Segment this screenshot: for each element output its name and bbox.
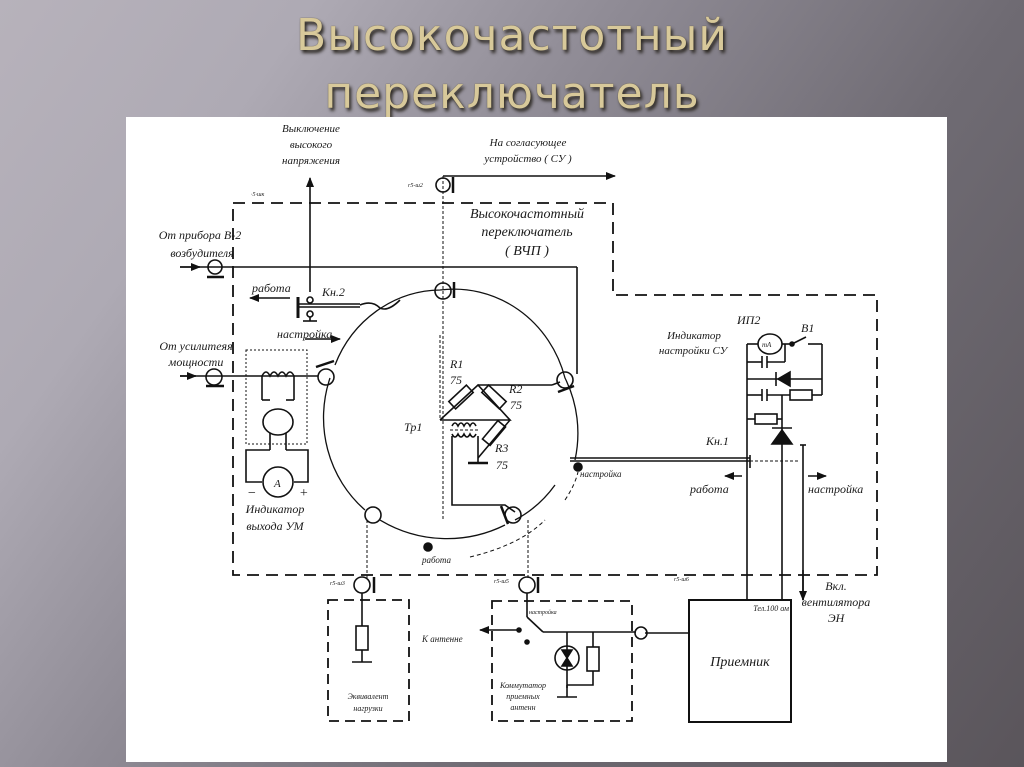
label-work-ring: работа <box>421 555 452 565</box>
label-from-exciter-2: возбудителя <box>170 246 234 260</box>
resistor-r3 <box>481 419 507 447</box>
label-conn-sh5: r5-ш5 <box>494 579 509 585</box>
label-tr1: Тр1 <box>404 420 422 434</box>
block-title-3: ( ВЧП ) <box>505 244 549 259</box>
ammeter-label: A <box>273 478 281 490</box>
label-r1-value: 75 <box>450 373 462 387</box>
label-load-equiv-1: Эквивалент <box>348 692 389 701</box>
label-ip2: ИП2 <box>736 313 760 327</box>
label-um-indicator-1: Индикатор <box>245 502 305 516</box>
resistor-r1 <box>447 384 475 410</box>
label-r2-value: 75 <box>510 398 522 412</box>
connector-sh2 <box>435 177 451 193</box>
label-work-right: работа <box>689 482 729 496</box>
block-title-1: Высокочастотный <box>470 207 584 222</box>
schematic-diagram: Выключение высокого напряжения На соглас… <box>159 123 878 723</box>
label-kn2: Кн.2 <box>321 285 345 299</box>
label-fan-on-3: ЭН <box>828 611 846 625</box>
label-hv-off-1: Выключение <box>282 123 340 135</box>
label-from-amp-1: От усилитеяя <box>159 339 233 353</box>
connector-sh5 <box>518 576 536 594</box>
label-r3-value: 75 <box>496 458 508 472</box>
exciter-connector <box>207 259 223 275</box>
slide-title-line-1: Высокочастотный <box>296 10 728 61</box>
label-tune-switch: настройка <box>529 609 557 616</box>
um-indicator-box <box>245 349 308 445</box>
label-fan-on-2: вентилятора <box>802 595 871 609</box>
label-minus: − <box>247 486 256 501</box>
label-load-equiv-2: нагрузки <box>353 704 382 713</box>
antenna-switch-box <box>491 600 633 722</box>
switch-ring <box>322 288 579 540</box>
label-tune-left: настройка <box>277 327 332 341</box>
amp-connector <box>205 368 223 386</box>
label-to-matching-2: устройство ( СУ ) <box>483 153 572 165</box>
label-receiver: Приемник <box>709 655 770 670</box>
label-work-left: работа <box>251 281 291 295</box>
schematic-sheet: Выключение высокого напряжения На соглас… <box>126 117 947 762</box>
label-r2: R2 <box>508 382 522 396</box>
resistor-r2 <box>480 384 508 410</box>
label-kn1: Кн.1 <box>705 434 729 448</box>
label-from-exciter-1: От прибора В-2 <box>159 228 242 242</box>
label-tune-right: настройка <box>808 482 863 496</box>
label-r3: R3 <box>494 441 508 455</box>
label-b1: В1 <box>801 321 814 335</box>
label-tel: Тел.100 ом <box>753 604 789 613</box>
label-hv-off-2: высокого <box>290 139 333 151</box>
label-tune-ring: настройка <box>580 469 622 479</box>
label-from-amp-2: мощности <box>168 355 224 369</box>
block-title-2: переключатель <box>481 225 572 240</box>
slide-title-line-2: переключатель <box>324 68 700 119</box>
label-hv-off-3: напряжения <box>282 155 340 167</box>
label-antenna-switch-1: Коммутатор <box>499 681 546 690</box>
label-conn-sh2: r5-ш2 <box>408 183 423 189</box>
label-antenna-switch-2: приемных <box>506 692 540 701</box>
label-conn-sh6: r5-ш6 <box>674 577 689 583</box>
vchp-enclosure <box>232 202 878 576</box>
connector-sh3 <box>353 576 371 594</box>
label-su-indicator-1: Индикатор <box>666 330 721 342</box>
label-to-antenna: К антенне <box>421 634 463 644</box>
load-equivalent-box <box>327 599 410 722</box>
label-to-matching-1: На согласующее <box>489 137 567 149</box>
label-fan-on-1: Вкл. <box>825 579 846 593</box>
label-um-indicator-2: выхода УМ <box>246 519 304 533</box>
label-r1: R1 <box>449 357 463 371</box>
label-plus: + <box>299 486 308 501</box>
ammeter-icon <box>262 466 294 498</box>
label-antenna-switch-3: антенн <box>510 703 535 712</box>
receiver-box <box>688 599 792 723</box>
label-conn-sh3: r5-ш3 <box>330 581 345 587</box>
label-su-indicator-2: настройки СУ <box>659 345 729 357</box>
ma-label: mA <box>762 341 772 349</box>
label-conn-sh1: ·5·шк <box>251 192 265 198</box>
